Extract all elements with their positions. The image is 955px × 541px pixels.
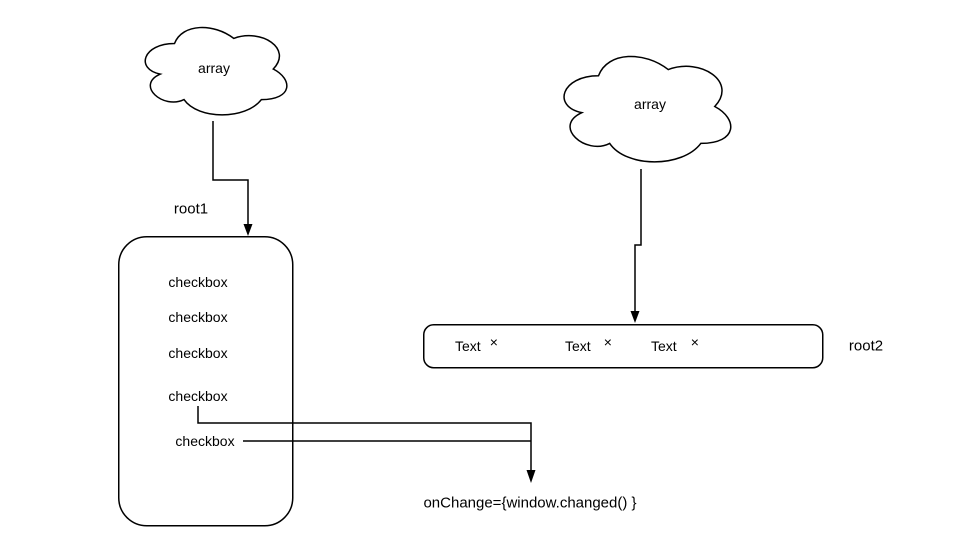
cloud-shape-left — [144, 26, 288, 116]
text-chip: Text × — [455, 335, 498, 354]
edge-label-root2: root2 — [848, 337, 884, 355]
text-chip-label: Text — [455, 338, 481, 354]
text-chip: Text × — [565, 335, 612, 354]
edge-label-root1: root1 — [173, 200, 209, 218]
checkbox-item: checkbox — [175, 433, 235, 449]
close-icon: × — [690, 334, 699, 350]
cloud-shape-right — [563, 55, 732, 163]
edge-root2-arrowhead — [630, 311, 640, 323]
text-chip-label: Text — [565, 338, 591, 354]
checkbox-item: checkbox — [168, 274, 228, 290]
edge-root1 — [212, 121, 249, 225]
edge-checkbox4-onchange — [197, 406, 532, 471]
edge-root2 — [634, 169, 642, 312]
onchange-annotation: onChange={window.changed() } — [423, 494, 637, 512]
checkbox-item: checkbox — [168, 345, 228, 361]
cloud-label-right: array — [634, 96, 666, 112]
text-chip-container — [423, 324, 824, 369]
text-chip: Text × — [651, 335, 699, 354]
close-icon: × — [489, 334, 498, 350]
checkbox-list-container — [118, 236, 294, 527]
close-icon: × — [603, 334, 612, 350]
edge-root1-arrowhead — [243, 224, 253, 236]
checkbox-item: checkbox — [168, 309, 228, 325]
checkbox-item: checkbox — [168, 388, 228, 404]
text-chip-label: Text — [651, 338, 677, 354]
cloud-label-left: array — [198, 60, 230, 76]
edge-onchange-arrowhead — [526, 470, 536, 483]
